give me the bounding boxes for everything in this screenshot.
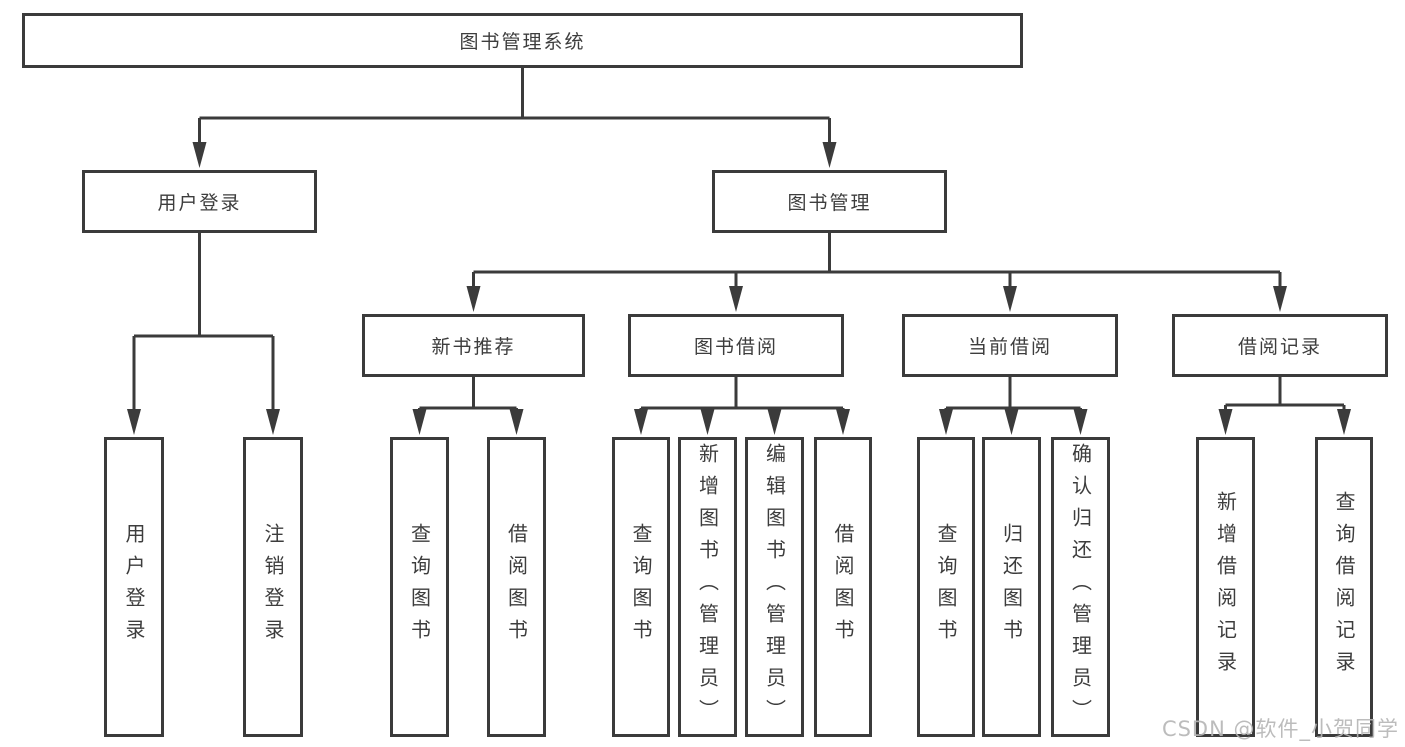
node-label: 确认归还（管理员） [1068, 443, 1093, 731]
node-book-borrowing: 图书借阅 [628, 314, 844, 377]
leaf-cb-confirm-return-admin: 确认归还（管理员） [1051, 437, 1110, 737]
node-label: 借阅记录 [1237, 336, 1322, 358]
leaf-user-login: 用户登录 [104, 437, 164, 737]
node-label: 注销登录 [261, 523, 285, 651]
csdn-watermark: CSDN @软件_小贺同学 [1161, 717, 1399, 741]
leaf-bb-query-books: 查询图书 [612, 437, 670, 737]
node-label: 查询借阅记录 [1332, 491, 1356, 683]
node-label: 新增借阅记录 [1213, 491, 1238, 683]
node-label: 用户登录 [157, 192, 242, 214]
node-book-management: 图书管理 [712, 170, 947, 233]
node-label: 查询图书 [407, 523, 432, 651]
node-user-login: 用户登录 [82, 170, 317, 233]
node-label: 用户登录 [122, 523, 146, 651]
node-label: 新书推荐 [431, 336, 516, 358]
node-label: 编辑图书（管理员） [762, 443, 787, 731]
node-label: 查询图书 [629, 523, 653, 651]
leaf-br-query-borrow-record: 查询借阅记录 [1315, 437, 1373, 737]
node-current-borrowing: 当前借阅 [902, 314, 1118, 377]
leaf-logout: 注销登录 [243, 437, 303, 737]
node-borrowing-records: 借阅记录 [1172, 314, 1388, 377]
node-label: 图书管理 [787, 192, 872, 214]
node-label: 图书管理系统 [459, 31, 586, 53]
node-label: 当前借阅 [967, 336, 1052, 358]
leaf-cb-return-books: 归还图书 [982, 437, 1041, 737]
node-label: 归还图书 [999, 523, 1024, 651]
leaf-bb-borrow-books: 借阅图书 [814, 437, 872, 737]
node-label: 图书借阅 [693, 336, 778, 358]
leaf-nb-borrow-books: 借阅图书 [487, 437, 546, 737]
leaf-bb-add-books-admin: 新增图书（管理员） [678, 437, 737, 737]
node-label: 借阅图书 [504, 523, 529, 651]
node-new-book-recommendation: 新书推荐 [362, 314, 585, 377]
leaf-bb-edit-books-admin: 编辑图书（管理员） [745, 437, 804, 737]
node-library-management-system: 图书管理系统 [22, 13, 1023, 68]
node-label: 查询图书 [934, 523, 958, 651]
leaf-nb-query-books: 查询图书 [390, 437, 449, 737]
node-label: 借阅图书 [831, 523, 855, 651]
leaf-br-add-borrow-record: 新增借阅记录 [1196, 437, 1255, 737]
leaf-cb-query-books: 查询图书 [917, 437, 975, 737]
node-label: 新增图书（管理员） [695, 443, 720, 731]
